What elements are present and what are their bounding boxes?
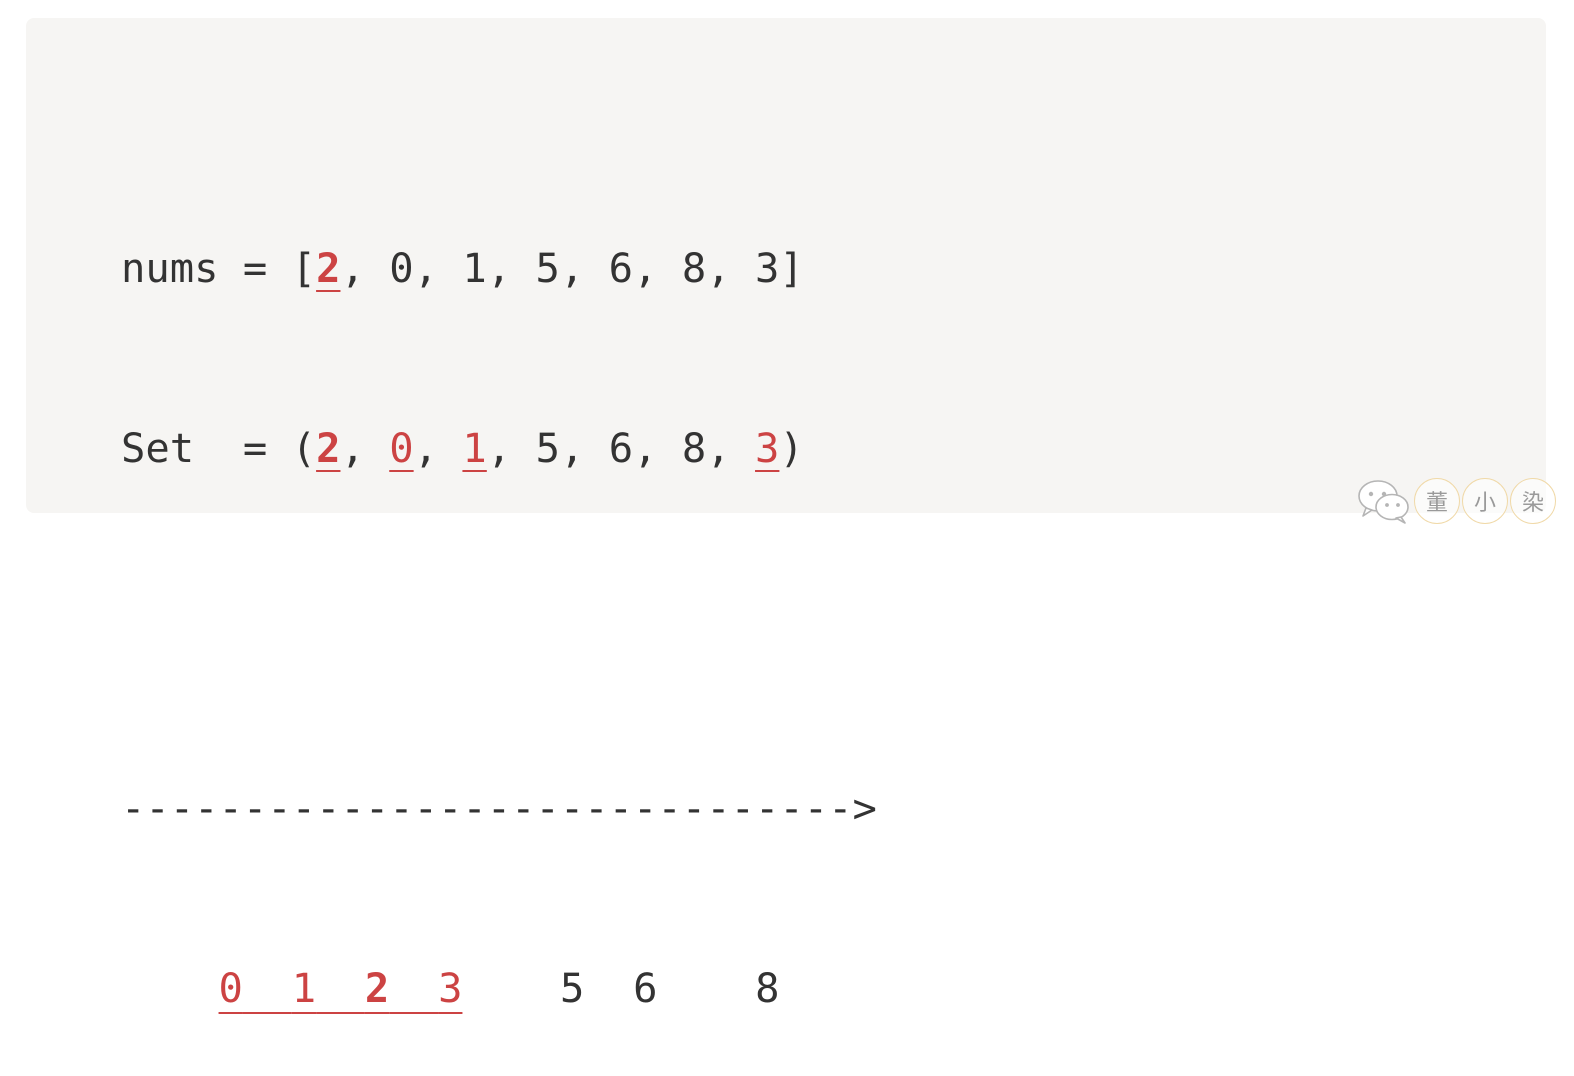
- seq-value-3: 3: [438, 964, 463, 1012]
- nums-line: nums = [2, 0, 1, 5, 6, 8, 3]: [121, 238, 877, 298]
- code-panel: [26, 18, 1546, 513]
- number-line-arrow: ------------------------------>: [121, 784, 877, 832]
- sequence-line: 0 1 2 3 5 6 8: [121, 958, 877, 1018]
- seq-value-5: 5: [560, 964, 585, 1012]
- seq-value-2: 2: [364, 964, 390, 1012]
- watermark: 董 小 染: [1356, 476, 1556, 526]
- set-prefix: Set = (: [121, 424, 317, 472]
- seq-value-6: 6: [633, 964, 658, 1012]
- arrow-line: ------------------------------>: [121, 778, 877, 838]
- consecutive-run: 0 1 2 3: [219, 964, 463, 1012]
- set-suffix: ): [779, 424, 804, 472]
- nums-rest: , 0, 1, 5, 6, 8, 3]: [340, 244, 804, 292]
- code-block: nums = [2, 0, 1, 5, 6, 8, 3] Set = (2, 0…: [121, 118, 877, 1076]
- seq-value-8: 8: [755, 964, 780, 1012]
- set-value-3: 3: [755, 424, 780, 472]
- set-sep-2: ,: [413, 424, 463, 472]
- set-sep-1: ,: [340, 424, 390, 472]
- blank-line: [121, 598, 877, 658]
- set-middle: , 5, 6, 8,: [486, 424, 756, 472]
- set-value-0: 0: [389, 424, 414, 472]
- nums-first-value: 2: [316, 244, 341, 292]
- sequence-indent: [121, 964, 219, 1012]
- watermark-char-3: 染: [1510, 478, 1556, 524]
- watermark-char-2: 小: [1462, 478, 1508, 524]
- seq-value-1: 1: [291, 964, 317, 1012]
- nums-prefix: nums = [: [121, 244, 317, 292]
- watermark-char-1: 董: [1414, 478, 1460, 524]
- set-value-2: 2: [316, 424, 341, 472]
- set-value-1: 1: [462, 424, 487, 472]
- wechat-icon: [1358, 480, 1409, 524]
- seq-value-0: 0: [218, 964, 243, 1012]
- set-line: Set = (2, 0, 1, 5, 6, 8, 3): [121, 418, 877, 478]
